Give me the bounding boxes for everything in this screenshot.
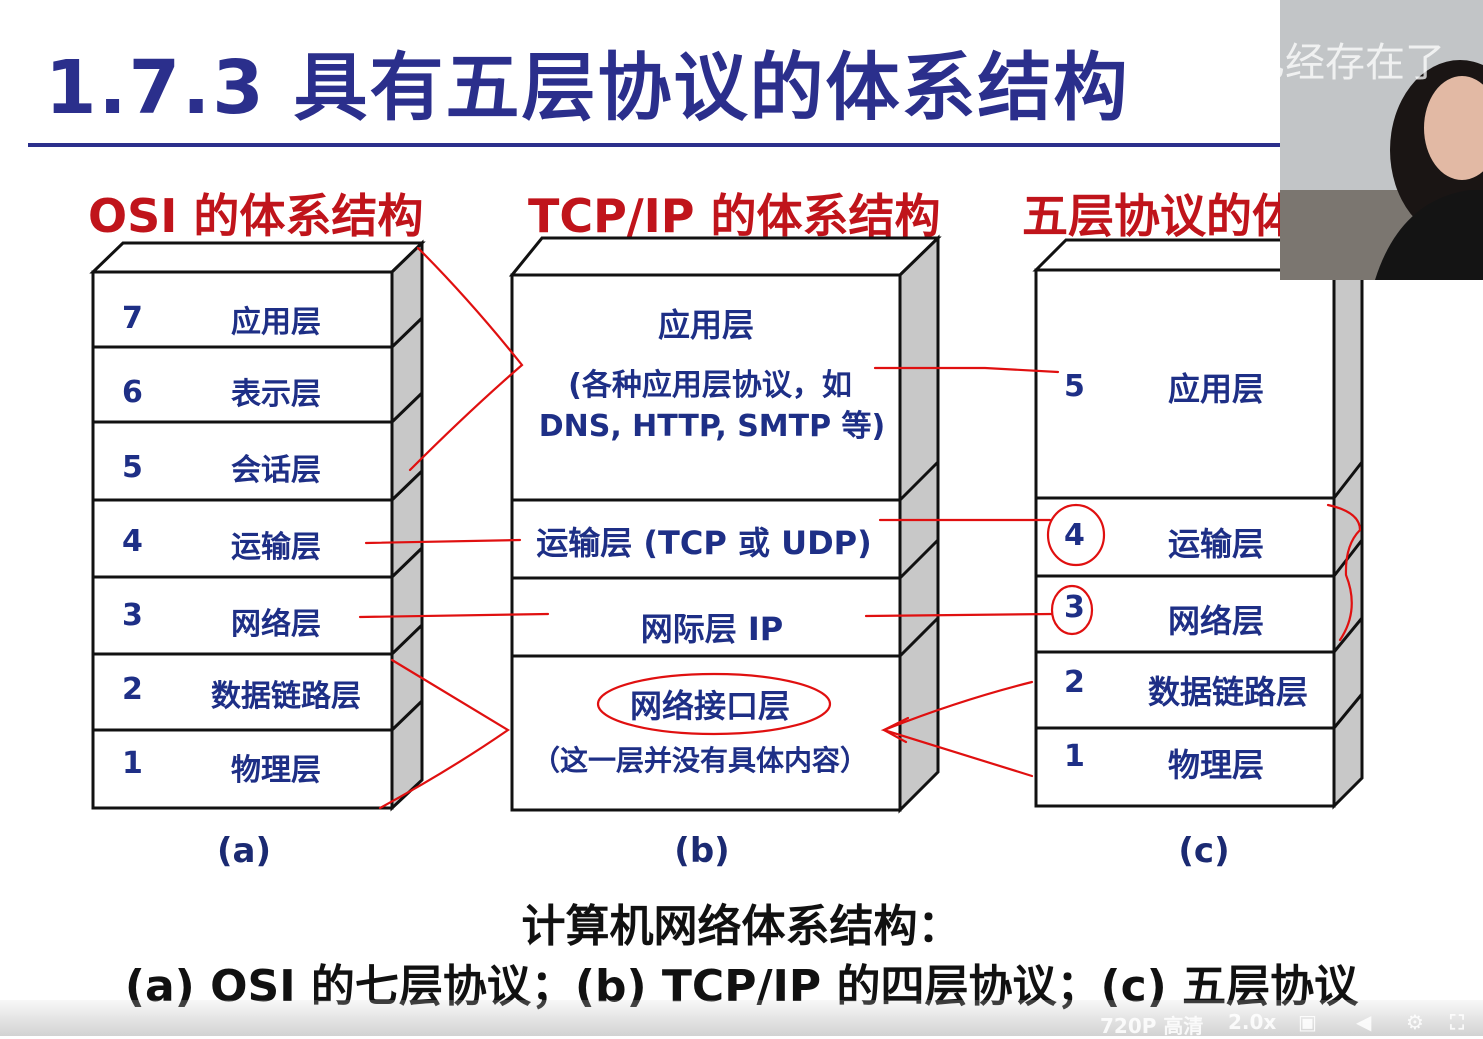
presenter-image	[1280, 0, 1483, 280]
five-layer-name: 运输层	[1168, 525, 1264, 563]
settings-gear-icon[interactable]: ⚙	[1406, 1010, 1424, 1034]
danmaku-icon[interactable]: ▣	[1298, 1010, 1317, 1034]
tcpip-netif-detail: （这一层并没有具体内容）	[532, 744, 868, 777]
osi-layer-name: 数据链路层	[211, 679, 361, 714]
tcpip-stack: 应用层 (各种应用层协议，如 DNS, HTTP, SMTP 等) 运输层 (T…	[508, 234, 942, 814]
fullscreen-icon[interactable]: ⛶	[1450, 1010, 1464, 1034]
red-annotations	[358, 246, 1362, 810]
five-layer-name: 数据链路层	[1148, 673, 1308, 711]
tcpip-netif: 网络接口层	[630, 687, 790, 725]
webcam-video-overlay	[1280, 0, 1483, 280]
tcpip-internet: 网际层 IP	[641, 610, 784, 648]
five-layer-num: 2	[1064, 665, 1085, 700]
five-layer-name: 应用层	[1168, 370, 1264, 408]
tcpip-heading: TCP/IP 的体系结构	[528, 189, 941, 243]
five-layer-stack: 5 应用层 4 运输层 3 网络层 2 数据链路层 1 物理层	[1032, 236, 1366, 810]
five-layer-num: 3	[1064, 590, 1085, 625]
page-title: 1.7.3 具有五层协议的体系结构	[45, 45, 1130, 131]
volume-icon[interactable]: ◀	[1356, 1010, 1372, 1034]
five-layer-caption: (c)	[1178, 831, 1229, 871]
tcpip-app-name: 应用层	[658, 306, 754, 344]
tcpip-caption: (b)	[674, 831, 729, 871]
tcpip-transport: 运输层 (TCP 或 UDP)	[536, 524, 871, 562]
five-layer-num: 4	[1064, 518, 1085, 553]
video-player-controls	[0, 1000, 1483, 1036]
tcpip-app-detail: DNS, HTTP, SMTP 等)	[539, 409, 886, 444]
tcpip-app-detail: (各种应用层协议，如	[568, 368, 852, 403]
video-subtitle: 方已经存在了	[1205, 40, 1445, 86]
osi-layer-num: 5	[122, 450, 143, 485]
osi-layer-name: 会话层	[231, 453, 321, 488]
osi-layer-name: 物理层	[231, 753, 321, 788]
osi-heading: OSI 的体系结构	[88, 189, 424, 243]
figure-caption-line1: 计算机网络体系结构：	[521, 901, 962, 952]
five-layer-name: 物理层	[1168, 746, 1264, 784]
quality-button[interactable]: 720P 高清	[1100, 1014, 1204, 1038]
osi-layer-num: 2	[122, 672, 143, 707]
osi-layer-num: 6	[122, 375, 143, 410]
speed-button[interactable]: 2.0x	[1228, 1010, 1277, 1034]
osi-layer-num: 4	[122, 524, 143, 559]
osi-caption: (a)	[217, 831, 271, 871]
five-layer-num: 1	[1064, 739, 1085, 774]
osi-layer-name: 网络层	[231, 607, 321, 642]
five-layer-name: 网络层	[1168, 602, 1264, 640]
osi-layer-name: 表示层	[231, 377, 321, 412]
five-layer-num: 5	[1064, 369, 1085, 404]
title-divider	[28, 143, 1288, 147]
osi-stack: 7 应用层 6 表示层 5 会话层 4 运输层 3 网络层 2 数据链路层 1 …	[89, 239, 426, 812]
osi-layer-num: 7	[122, 301, 143, 336]
osi-layer-name: 应用层	[231, 305, 321, 340]
osi-layer-num: 3	[122, 598, 143, 633]
osi-layer-name: 运输层	[231, 530, 321, 565]
osi-layer-num: 1	[122, 746, 143, 781]
